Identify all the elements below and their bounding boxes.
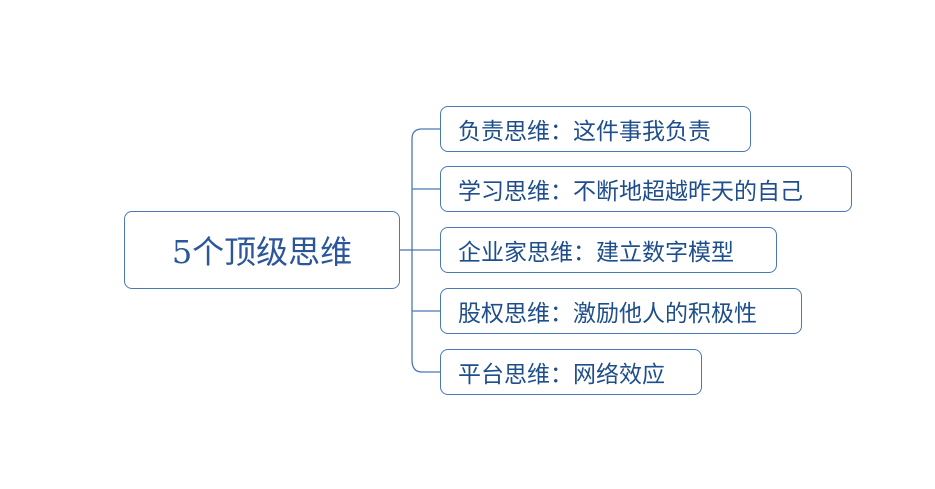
subtopic-label: 负责思维：这件事我负责 (458, 119, 711, 145)
subtopic-responsibility[interactable]: 负责思维：这件事我负责 (440, 106, 751, 152)
subtopic-label: 股权思维：激励他人的积极性 (458, 301, 757, 327)
branch-connector-5 (411, 359, 440, 373)
subtopic-learning[interactable]: 学习思维：不断地超越昨天的自己 (440, 166, 852, 212)
branch-connector-1 (411, 128, 440, 140)
subtopic-label: 平台思维：网络效应 (458, 362, 665, 388)
subtopic-equity[interactable]: 股权思维：激励他人的积极性 (440, 288, 802, 334)
root-topic-label: 5个顶级思维 (171, 233, 353, 271)
root-topic[interactable]: 5个顶级思维 (124, 211, 400, 289)
subtopic-label: 企业家思维：建立数字模型 (458, 240, 734, 266)
subtopic-platform[interactable]: 平台思维：网络效应 (440, 349, 702, 395)
subtopic-label: 学习思维：不断地超越昨天的自己 (458, 179, 803, 205)
subtopic-entrepreneur[interactable]: 企业家思维：建立数字模型 (440, 227, 777, 273)
